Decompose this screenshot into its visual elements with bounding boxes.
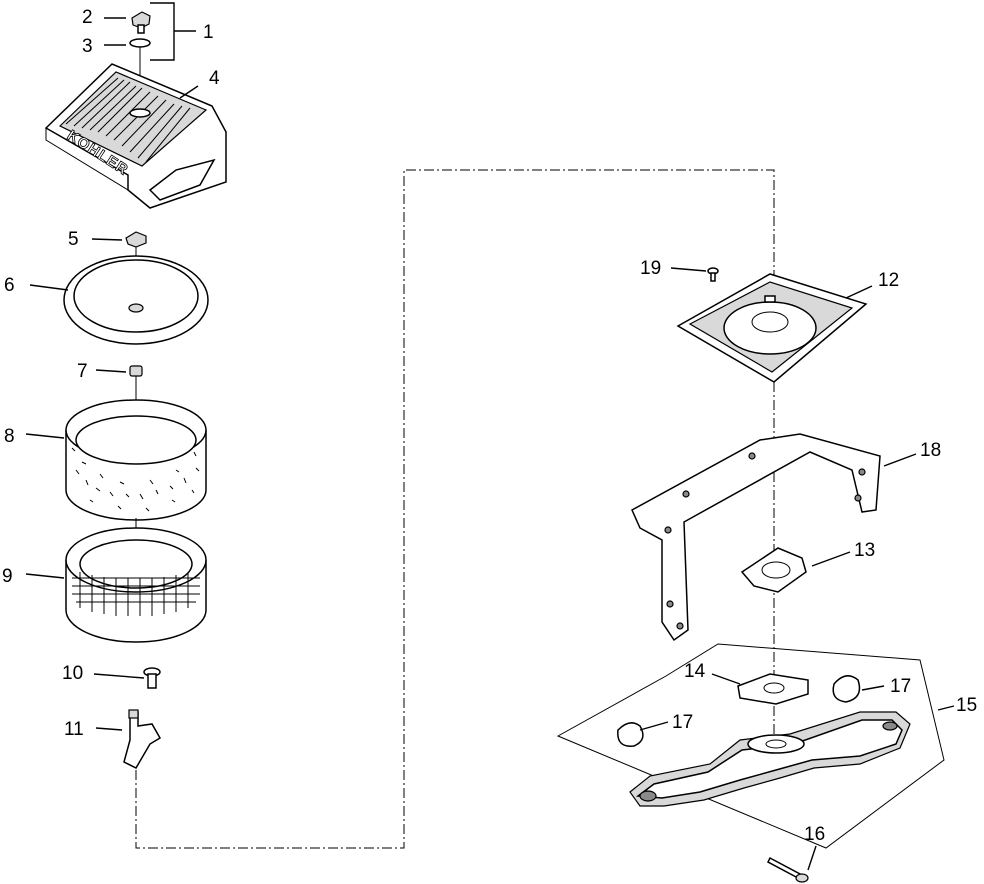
o-ring-seal-part-a [617, 722, 644, 747]
callout-13: 13 [854, 540, 875, 561]
callout-4: 4 [209, 68, 220, 89]
callout-9: 9 [2, 566, 13, 587]
screw-part [143, 667, 161, 689]
callout-6: 6 [4, 275, 15, 296]
callout-18: 18 [920, 440, 941, 461]
intake-manifold-part [629, 711, 911, 807]
callout-12: 12 [878, 270, 899, 291]
assembly-guide-line [135, 169, 775, 849]
callout-17-left: 17 [672, 712, 693, 733]
callout-10: 10 [62, 663, 83, 684]
callout-5: 5 [68, 229, 79, 250]
callout-16: 16 [804, 824, 825, 845]
callout-19: 19 [640, 258, 661, 279]
support-bracket-part [631, 433, 881, 642]
element-cover-part [63, 255, 209, 345]
long-bolt-part [767, 856, 809, 883]
air-cleaner-cover-part: KOHLER [44, 63, 227, 209]
washer-part [129, 38, 151, 48]
callout-17-right: 17 [890, 676, 911, 697]
callout-labels: 1 2 3 4 5 6 7 8 9 10 11 12 13 14 15 16 1… [2, 7, 977, 845]
callout-8: 8 [4, 426, 15, 447]
gasket-part [740, 547, 807, 593]
callout-7: 7 [77, 361, 88, 382]
base-plate-part [676, 273, 868, 383]
callout-2: 2 [82, 7, 93, 28]
callout-3: 3 [82, 36, 93, 57]
leader-lines [25, 2, 955, 871]
callout-14: 14 [684, 661, 706, 682]
o-ring-seal-part-b [832, 675, 861, 703]
intake-gasket-part [737, 673, 809, 705]
callout-11: 11 [64, 719, 84, 740]
intake-kit-frame [556, 643, 945, 849]
precleaner-part [65, 399, 207, 521]
air-filter-element-part [65, 518, 207, 643]
callout-15: 15 [956, 695, 977, 716]
mounting-bracket-part [123, 709, 162, 769]
callout-1: 1 [203, 22, 214, 43]
small-screw-part [707, 267, 719, 282]
wing-nut-part [131, 11, 151, 34]
